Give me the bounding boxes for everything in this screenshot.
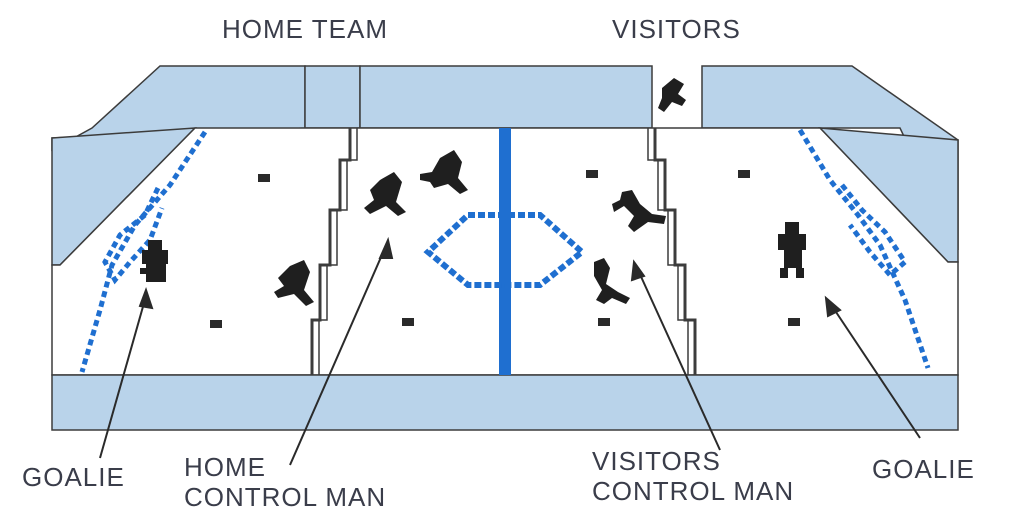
bottom-boards — [51, 374, 959, 431]
home-player-2 — [420, 150, 468, 194]
visitors-title: VISITORS — [612, 14, 741, 44]
goalie-right-arrow — [831, 305, 921, 439]
left-goal-line — [79, 130, 208, 373]
faceoff-dot — [598, 318, 610, 326]
home-control-man — [364, 172, 406, 216]
visitor-player-bench — [658, 78, 686, 112]
faceoff-dot — [738, 170, 750, 178]
home-player-1 — [274, 260, 314, 306]
faceoff-dot — [258, 174, 270, 182]
visitors-control-label-2: CONTROL MAN — [592, 476, 795, 506]
visitor-player-3 — [594, 258, 630, 304]
faceoff-dots — [210, 170, 800, 328]
faceoff-dot — [402, 318, 414, 326]
home-goalie — [140, 240, 168, 282]
visitors-control-arrow — [637, 269, 721, 451]
home-blue-line-inner — [318, 128, 358, 375]
faceoff-dot — [788, 318, 800, 326]
visitor-blue-line — [653, 128, 697, 375]
home-control-arrow — [289, 247, 386, 466]
home-control-label-1: HOME — [184, 452, 266, 482]
right-goal-line — [797, 128, 931, 369]
visitors-control-label-1: VISITORS — [592, 446, 721, 476]
visitor-goalie — [778, 222, 806, 278]
home-team-title: HOME TEAM — [222, 14, 388, 44]
center-red-line — [499, 128, 511, 375]
goalie-left-arrow — [99, 295, 147, 459]
home-blue-line — [310, 128, 352, 375]
goalie-left-label: GOALIE — [22, 462, 125, 492]
faceoff-dot — [210, 320, 222, 328]
faceoff-dot — [586, 170, 598, 178]
center-faceoff-circle — [423, 212, 587, 288]
visitor-blue-line-inner — [647, 128, 689, 375]
visitor-control-man — [612, 190, 666, 232]
callout-arrows — [99, 236, 921, 466]
goalie-right-label: GOALIE — [872, 454, 975, 484]
home-control-label-2: CONTROL MAN — [184, 482, 387, 512]
